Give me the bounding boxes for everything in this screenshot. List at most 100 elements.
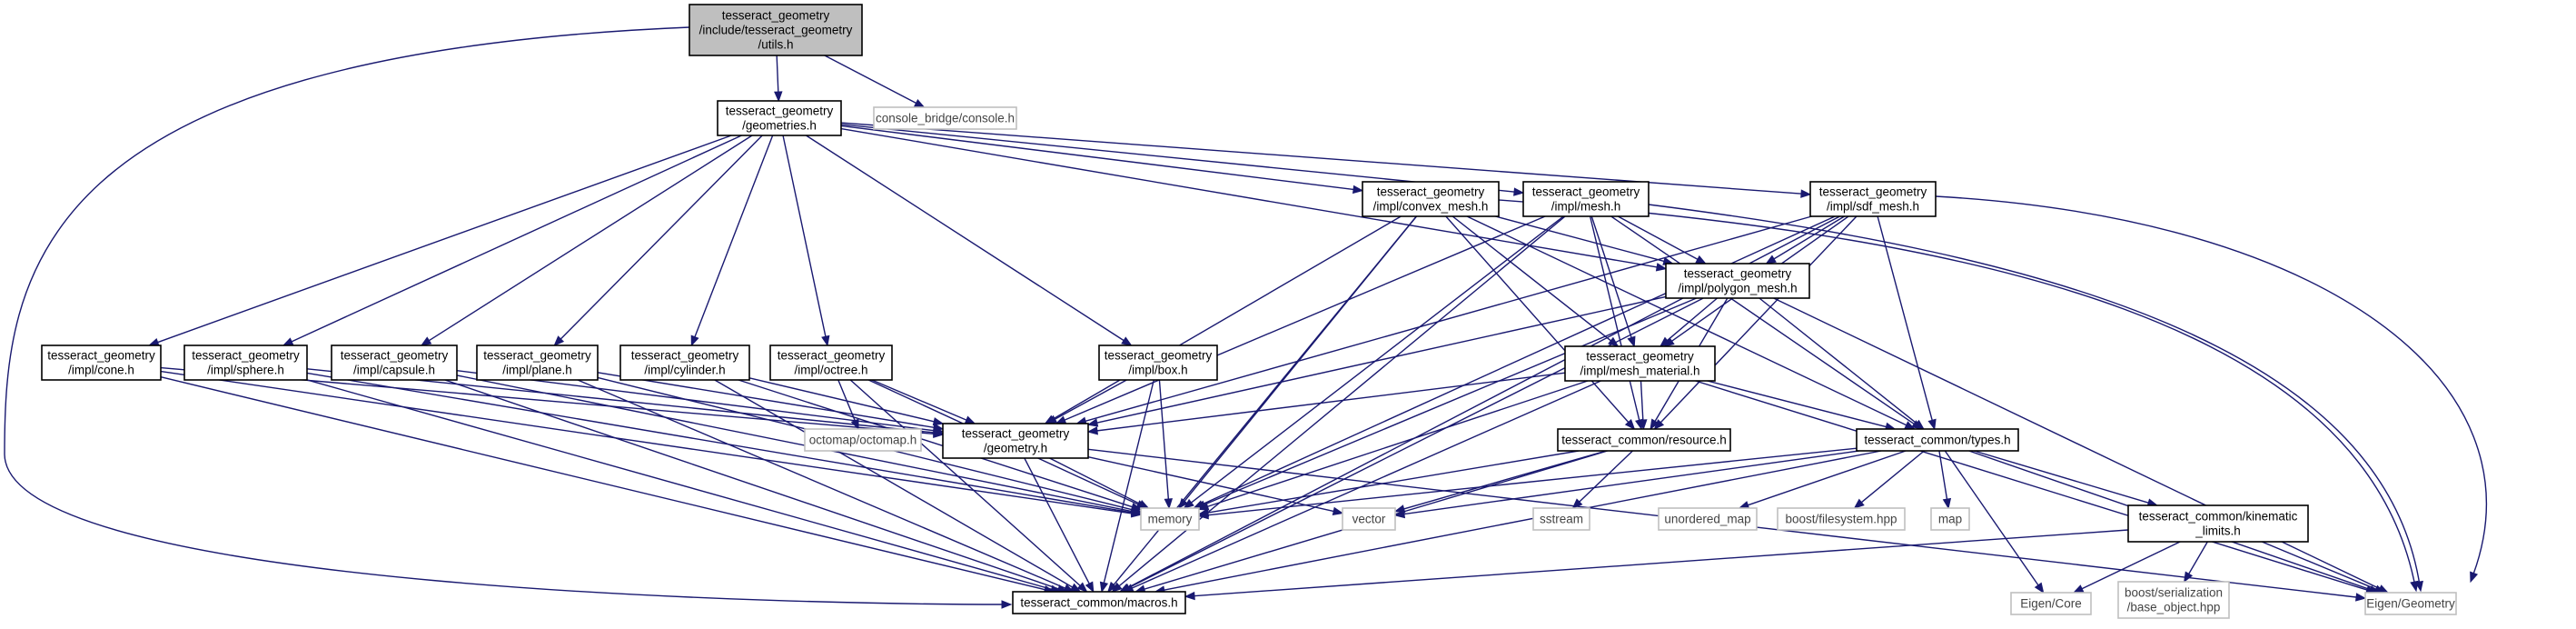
edge-arrowhead-resource-to-sstream [1571, 498, 1583, 509]
edge-line-cylinder-to-macros [714, 379, 1074, 589]
node-utils[interactable]: tesseract_geometry/include/tesseract_geo… [689, 4, 863, 56]
edge-arrowhead-geometries-to-sdf_mesh [1800, 189, 1812, 198]
node-label-cone-0: tesseract_geometry [47, 348, 155, 362]
node-label-box-1: /impl/box.h [1128, 363, 1187, 376]
edge-line-types-to-map [1938, 450, 1948, 501]
node-label-filesystem-0: boost/filesystem.hpp [1785, 512, 1897, 525]
edge-line-types-to-macros [1163, 450, 1882, 591]
node-label-resource-0: tesseract_common/resource.h [1561, 433, 1727, 446]
node-mesh[interactable]: tesseract_geometry/impl/mesh.h [1522, 181, 1650, 217]
node-label-base_object-1: /base_object.hpp [2127, 600, 2221, 614]
edge-line-convex_mesh-to-types [1466, 215, 1907, 426]
node-geometry[interactable]: tesseract_geometry/geometry.h [942, 423, 1089, 459]
node-box-geometry [942, 423, 1089, 459]
edge-line-mesh_material-to-types [1707, 380, 1887, 428]
edge-sdf_mesh-to-eigen_geometry [1935, 195, 2488, 584]
edge-convex_mesh-to-macros [1107, 215, 1417, 594]
edge-plane-to-macros [577, 379, 1075, 593]
edge-line-convex_mesh-to-geometry [1052, 215, 1402, 421]
edge-arrowhead-utils-to-macros [1001, 600, 1013, 609]
node-cylinder[interactable]: tesseract_geometry/impl/cylinder.h [619, 344, 750, 381]
node-memory: memory [1140, 507, 1200, 531]
node-mesh_material[interactable]: tesseract_geometry/impl/mesh_material.h [1564, 345, 1716, 382]
edge-polygon_mesh-to-geometry [1086, 295, 1667, 427]
edge-line-geometries-to-octree [782, 135, 827, 338]
edge-line-types-to-unordered_map [1747, 450, 1907, 506]
edge-line-sdf_mesh-to-resource [1660, 215, 1858, 424]
node-label-cylinder-1: /impl/cylinder.h [644, 363, 725, 376]
edge-geometries-to-polygon_mesh [840, 127, 1668, 272]
edge-arrowhead-types-to-vector [1393, 509, 1406, 519]
node-label-capsule-1: /impl/capsule.h [353, 363, 435, 376]
edges-layer [4, 26, 2488, 609]
edge-line-polygon_mesh-to-mesh_material [1666, 297, 1719, 342]
edge-arrowhead-octree-to-macros [1076, 582, 1088, 593]
node-label-types-0: tesseract_common/types.h [1864, 433, 2010, 446]
edge-line-sdf_mesh-to-polygon_mesh [1772, 215, 1845, 260]
nodes-layer: tesseract_geometry/include/tesseract_geo… [41, 4, 2457, 619]
edge-arrowhead-kinematic_limits-to-eigen_core [2072, 584, 2085, 594]
edge-line-types-to-memory [1206, 447, 1858, 516]
edge-arrowhead-polygon_mesh-to-mesh_material [1659, 336, 1671, 347]
node-box-geometries [717, 100, 842, 136]
edge-arrowhead-geometries-to-plane [553, 335, 565, 346]
node-console: console_bridge/console.h [873, 106, 1017, 130]
node-kinematic_limits[interactable]: tesseract_common/kinematic_limits.h [2127, 504, 2309, 543]
node-label-plane-1: /impl/plane.h [502, 363, 572, 376]
node-sdf_mesh[interactable]: tesseract_geometry/impl/sdf_mesh.h [1809, 181, 1937, 217]
edge-arrowhead-geometries-to-mesh [1513, 187, 1525, 196]
node-geometries[interactable]: tesseract_geometry/geometries.h [717, 100, 842, 136]
node-box-unordered_map [1658, 507, 1758, 531]
edge-line-geometries-to-cylinder [693, 135, 774, 338]
edge-arrowhead-mesh_material-to-resource [1639, 419, 1648, 431]
node-resource[interactable]: tesseract_common/resource.h [1557, 428, 1731, 452]
edge-arrowhead-octree-to-geometry [964, 415, 976, 424]
node-sphere[interactable]: tesseract_geometry/impl/sphere.h [183, 344, 308, 381]
node-label-mesh_material-1: /impl/mesh_material.h [1580, 364, 1699, 377]
edge-arrowhead-octree-to-octomap [850, 418, 859, 431]
edge-arrowhead-sdf_mesh-to-eigen_geometry [2470, 571, 2479, 584]
node-label-eigen_geometry-0: Eigen/Geometry [2366, 596, 2455, 610]
edge-arrowhead-mesh_material-to-geometry [1086, 426, 1099, 435]
edge-octree-to-geometry [871, 379, 976, 424]
edge-line-geometries-to-convex_mesh [840, 125, 1355, 191]
node-eigen_geometry: Eigen/Geometry [2364, 592, 2457, 615]
edge-arrowhead-types-to-eigen_core [2034, 582, 2045, 594]
node-convex_mesh[interactable]: tesseract_geometry/impl/convex_mesh.h [1362, 181, 1500, 217]
edge-geometry-to-vector [1087, 456, 1344, 515]
edge-arrowhead-mesh-to-memory [1183, 498, 1194, 509]
edge-octree-to-macros [849, 379, 1088, 593]
edge-line-kinematic_limits-to-base_object [2187, 541, 2208, 575]
edge-arrowhead-utils-to-console [913, 98, 926, 108]
edge-geometries-to-plane [553, 135, 763, 346]
node-box-plane [476, 344, 599, 381]
node-types[interactable]: tesseract_common/types.h [1856, 428, 2019, 452]
node-label-utils-1: /include/tesseract_geometry [699, 23, 853, 36]
edge-line-plane-to-macros [577, 379, 1066, 590]
edge-line-octree-to-macros [849, 379, 1082, 587]
node-cone[interactable]: tesseract_geometry/impl/cone.h [41, 344, 162, 381]
edge-geometries-to-sphere [282, 135, 742, 346]
node-plane[interactable]: tesseract_geometry/impl/plane.h [476, 344, 599, 381]
node-macros[interactable]: tesseract_common/macros.h [1012, 591, 1186, 614]
edge-line-cylinder-to-memory [738, 379, 1134, 508]
edge-line-convex_mesh-to-eigen_geometry [1498, 199, 2415, 584]
node-octree[interactable]: tesseract_geometry/impl/octree.h [769, 344, 893, 381]
edge-mesh-to-eigen_geometry [1648, 204, 2423, 593]
node-label-cone-1: /impl/cone.h [68, 363, 134, 376]
edge-geometries-to-cone [147, 135, 732, 346]
edge-box-to-memory [1158, 379, 1174, 510]
node-sstream: sstream [1532, 507, 1590, 531]
node-unordered_map: unordered_map [1658, 507, 1758, 531]
edge-line-sdf_mesh-to-types [1877, 215, 1934, 422]
node-box-kinematic_limits [2127, 504, 2309, 543]
node-box[interactable]: tesseract_geometry/impl/box.h [1098, 344, 1218, 381]
edge-line-box-to-macros [1103, 379, 1154, 584]
node-label-sdf_mesh-1: /impl/sdf_mesh.h [1827, 199, 1919, 213]
node-capsule[interactable]: tesseract_geometry/impl/capsule.h [331, 344, 458, 381]
node-label-kinematic_limits-1: _limits.h [2195, 524, 2241, 537]
node-polygon_mesh[interactable]: tesseract_geometry/impl/polygon_mesh.h [1665, 263, 1810, 299]
edge-line-sdf_mesh-to-geometry [1084, 215, 1812, 423]
edge-convex_mesh-to-resource [1445, 215, 1636, 431]
